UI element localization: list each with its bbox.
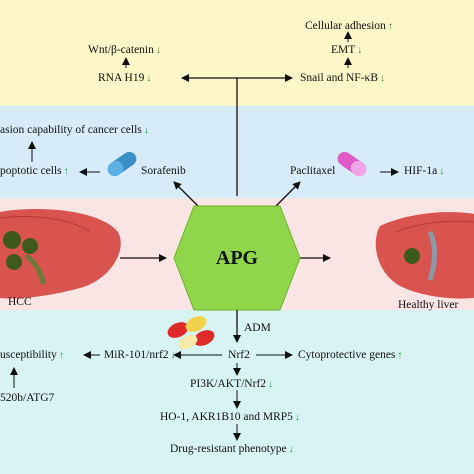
hif-label: HIF-1a↓ (404, 165, 445, 177)
paclitaxel-capsule-icon (337, 151, 367, 177)
cytoprotective-label: Cytoprotective genes↑ (298, 349, 403, 361)
adm-label: ADM (244, 322, 271, 334)
emt-label: EMT↓ (331, 44, 363, 56)
apoptotic-label: poptotic cells↑ (0, 165, 69, 177)
pi3k-label: PI3K/AKT/Nrf2↓ (190, 378, 274, 390)
mir-label: MiR-101/nrf2↓ (104, 349, 176, 361)
apg-label: APG (215, 247, 259, 269)
arrow-to-sorafenib (173, 181, 201, 209)
healthy-liver-icon (375, 212, 474, 299)
arrow-to-paclitaxel (273, 181, 301, 209)
hcc-label: HCC (8, 296, 32, 308)
susceptibility-label: usceptibility↑ (0, 349, 64, 361)
atg-label: 520b/ATG7 (0, 392, 55, 404)
apg-hexagon (173, 205, 301, 311)
snail-label: Snail and NF-κB↓ (300, 72, 385, 84)
adm-pills-icon (167, 316, 215, 349)
nrf2-label: Nrf2 (228, 349, 250, 361)
sorafenib-capsule-icon (107, 151, 137, 177)
sorafenib-label: Sorafenib (141, 165, 186, 177)
adhesion-label: Cellular adhesion↑ (305, 20, 393, 32)
invasion-label: asion capability of cancer cells↓ (0, 124, 149, 136)
ho1-label: HO-1, AKR1B10 and MRP5↓ (160, 411, 300, 423)
hcc-liver-icon (0, 209, 121, 299)
wnt-label: Wnt/β-catenin↓ (88, 44, 161, 56)
healthy-liver-label: Healthy liver (398, 299, 459, 311)
paclitaxel-label: Paclitaxel (290, 165, 336, 177)
rna-label: RNA H19↓ (98, 72, 152, 84)
drug-resistant-label: Drug-resistant phenotype↓ (170, 443, 294, 455)
